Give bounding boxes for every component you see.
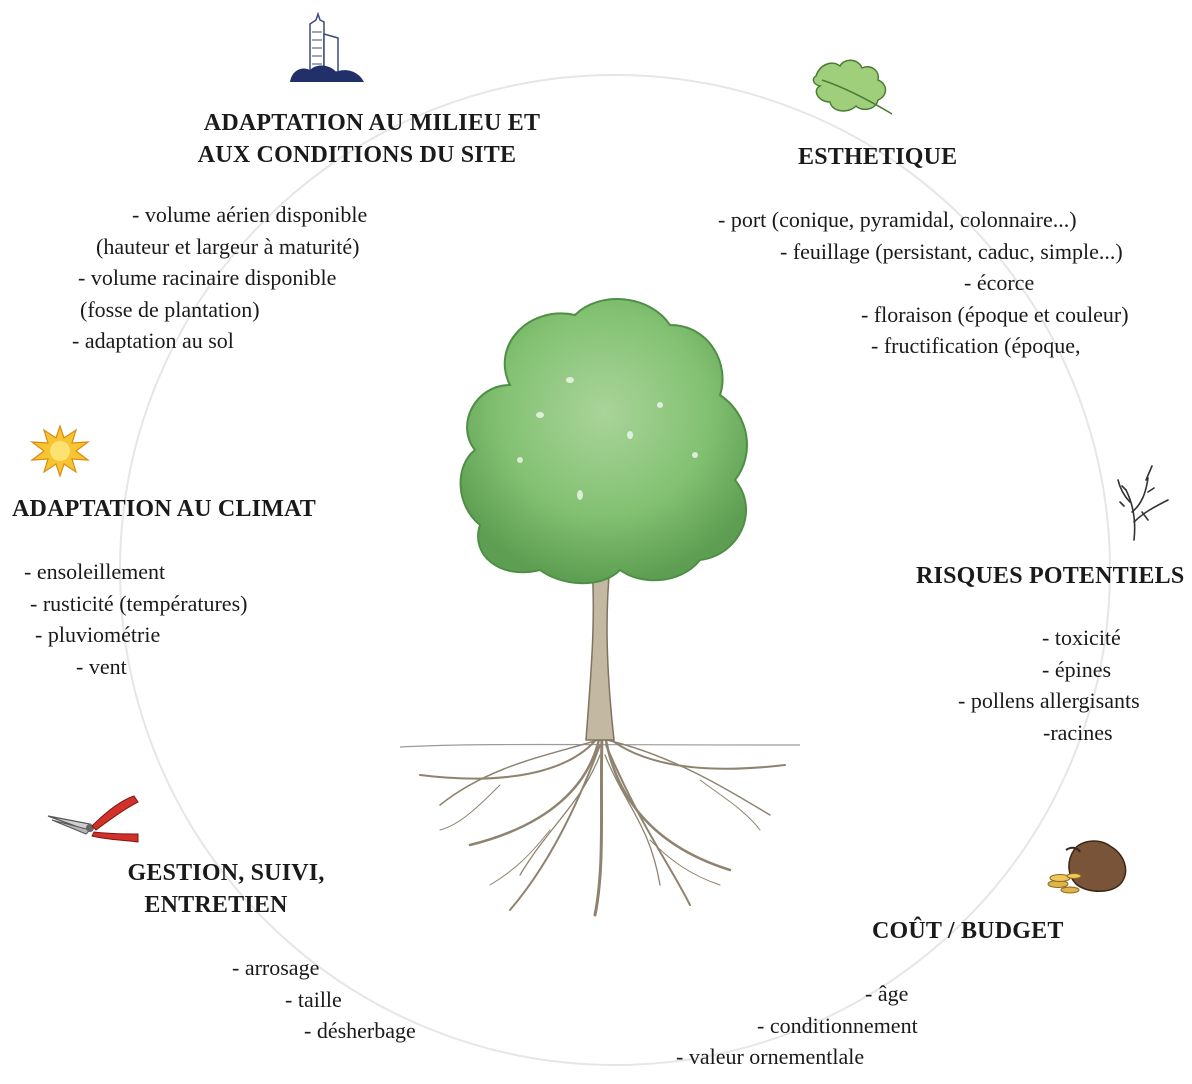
climat-item: - rusticité (températures) <box>30 590 248 616</box>
gestion-title: GESTION, SUIVI, ENTRETIEN <box>104 857 348 921</box>
climat-item: - ensoleillement <box>24 559 166 584</box>
milieu-item: - volume aérien disponible <box>132 202 368 227</box>
milieu-title-line-2: AUX CONDITIONS DU SITE <box>197 142 517 168</box>
thorny-branch-icon <box>1117 465 1169 541</box>
esthetique-item: - écorce <box>964 270 1035 295</box>
cout-item: - conditionnement <box>757 1012 918 1038</box>
tree-roots <box>400 733 800 917</box>
esthetique-items: - port (conique, pyramidal, colonnaire..… <box>718 204 1129 362</box>
milieu-item: (hauteur et largeur à maturité) <box>96 233 360 259</box>
milieu-item: - volume racinaire disponible <box>78 265 337 290</box>
risques-item: - toxicité <box>1042 625 1121 650</box>
tree-trunk <box>585 564 615 741</box>
risques-item: - épines <box>1042 656 1112 682</box>
city-buildings-icon <box>290 12 364 82</box>
risques-title: RISQUES POTENTIELS <box>916 563 1185 589</box>
climat-item: - vent <box>76 653 127 679</box>
sun-icon <box>30 424 90 478</box>
gestion-item: - taille <box>285 986 342 1012</box>
tree-illustration <box>400 298 800 917</box>
cout-item: - âge <box>865 981 909 1006</box>
climat-title: ADAPTATION AU CLIMAT <box>12 496 317 522</box>
risques-item: -racines <box>1043 719 1113 745</box>
tree-canopy <box>459 298 748 585</box>
gestion-title-line-1: GESTION, SUIVI, <box>127 860 325 886</box>
pruning-shears-icon <box>47 795 139 843</box>
milieu-item: - adaptation au sol <box>72 328 234 353</box>
cout-title: COÛT / BUDGET <box>872 918 1064 944</box>
esthetique-item: - fructification (époque, <box>871 333 1081 358</box>
climat-items: - ensoleillement - rusticité (températur… <box>24 556 247 682</box>
oak-leaf-icon <box>812 59 893 115</box>
risques-item: - pollens allergisants <box>958 688 1140 713</box>
risques-items: - toxicité - épines - pollens allergisan… <box>958 622 1140 748</box>
milieu-title: ADAPTATION AU MILIEU ET AUX CONDITIONS D… <box>182 107 562 171</box>
cout-item: - valeur ornementlale <box>676 1044 865 1069</box>
climat-item: - pluviométrie <box>35 622 161 647</box>
esthetique-title: ESTHETIQUE <box>798 144 958 170</box>
milieu-title-line-1: ADAPTATION AU MILIEU ET <box>203 110 541 136</box>
cout-items: - âge - conditionnement - valeur ornemen… <box>676 978 918 1073</box>
milieu-item: (fosse de plantation) <box>80 296 260 322</box>
milieu-items: - volume aérien disponible (hauteur et l… <box>72 199 367 357</box>
money-bag-icon <box>1047 840 1127 894</box>
esthetique-item: - port (conique, pyramidal, colonnaire..… <box>718 207 1077 232</box>
gestion-item: - arrosage <box>232 955 320 980</box>
gestion-item: - désherbage <box>304 1018 416 1043</box>
gestion-title-line-2: ENTRETIEN <box>144 892 288 918</box>
esthetique-item: - floraison (époque et couleur) <box>861 301 1129 327</box>
gestion-items: - arrosage - taille - désherbage <box>232 952 416 1047</box>
esthetique-item: - feuillage (persistant, caduc, simple..… <box>780 238 1123 264</box>
